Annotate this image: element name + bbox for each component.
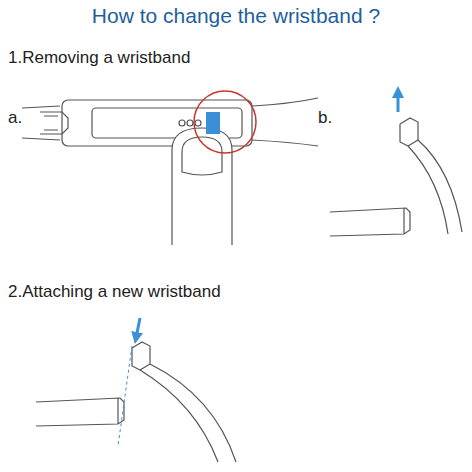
- press-arrow: [136, 318, 140, 338]
- release-button: [206, 112, 220, 134]
- highlight-circle: [194, 91, 256, 153]
- step-letter: b.: [318, 108, 332, 128]
- tracker-figure-a: [22, 98, 318, 245]
- section-heading: 1.Removing a wristband: [8, 48, 190, 68]
- tracker-figure-attach: [36, 342, 236, 462]
- section-heading: 2.Attaching a new wristband: [8, 282, 221, 302]
- page-title: How to change the wristband ?: [92, 4, 380, 28]
- lift-arrow: [397, 92, 400, 112]
- alignment-guide: [118, 346, 132, 446]
- step-letter: a.: [8, 108, 22, 128]
- tracker-figure-b: [330, 118, 462, 236]
